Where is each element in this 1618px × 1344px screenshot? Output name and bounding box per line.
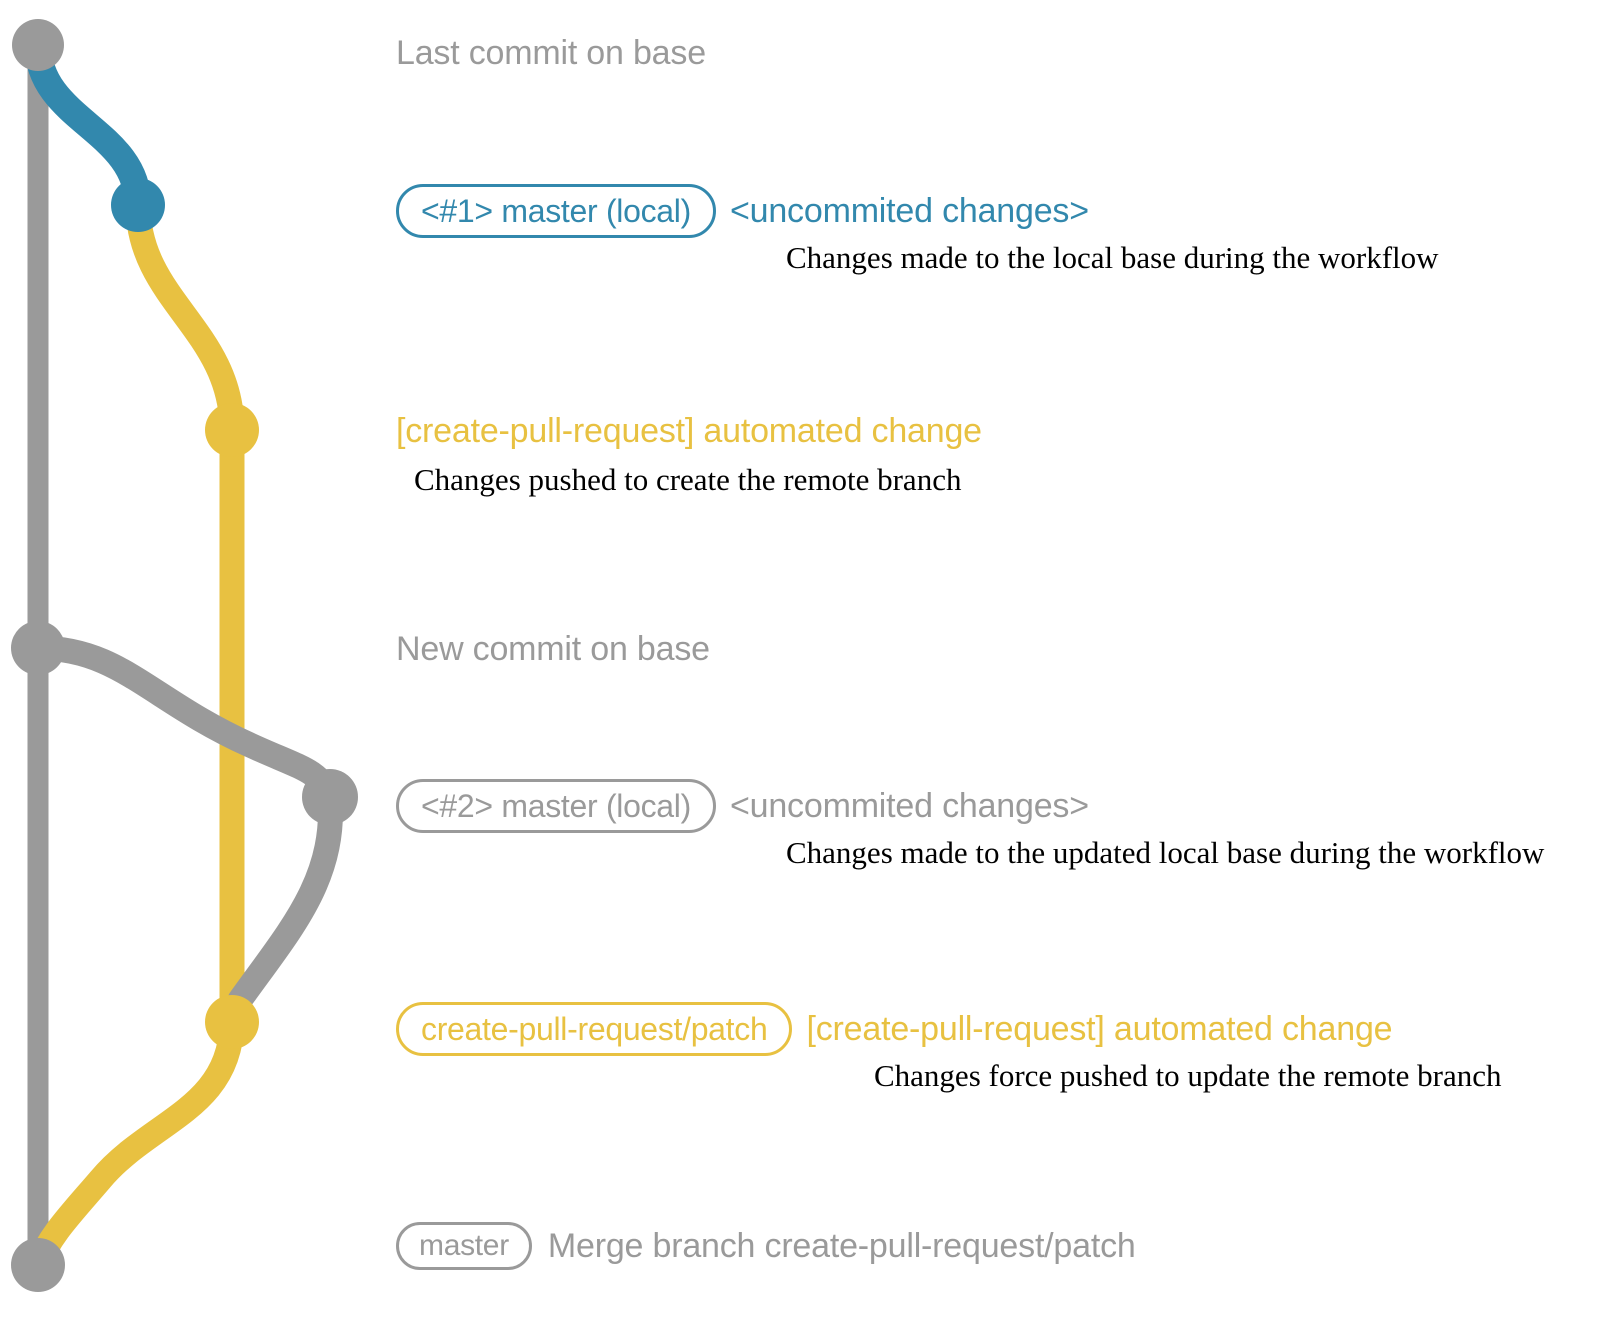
commit-row-master: master Merge branch create-pull-request/… [396,1222,1136,1270]
commit-description-local-1: Changes made to the local base during th… [786,240,1439,275]
commit-node-patch-2[interactable] [205,995,259,1049]
edge-base2-to-local2 [25,635,343,810]
commit-node-local-1[interactable] [111,178,165,232]
commit-row-local-2: <#2> master (local) <uncommited changes> [396,779,1089,833]
commit-message-local-2: <uncommited changes> [729,786,1089,825]
commit-message-base-2: New commit on base [396,630,710,668]
commit-row-local-1: <#1> master (local) <uncommited changes> [396,184,1089,238]
branch-badge-master[interactable]: master [396,1222,532,1270]
commit-message-local-1: <uncommited changes> [729,191,1089,230]
commit-node-patch-1[interactable] [205,403,259,457]
branch-badge-patch-2[interactable]: create-pull-request/patch [396,1002,793,1056]
branch-badge-local-1[interactable]: <#1> master (local) [396,184,716,238]
edge-patch2-to-master [25,1009,245,1278]
commit-row-patch-2: create-pull-request/patch [create-pull-r… [396,1002,1393,1056]
commit-message-master: Merge branch create-pull-request/patch [547,1226,1136,1265]
commit-description-patch-1: Changes pushed to create the remote bran… [414,462,962,497]
branch-badge-local-2[interactable]: <#2> master (local) [396,779,716,833]
commit-node-base-1[interactable] [12,19,64,71]
commit-description-patch-2: Changes force pushed to update the remot… [874,1058,1502,1093]
commit-message-base-1: Last commit on base [396,34,706,72]
commit-node-base-2[interactable] [11,621,65,675]
commit-message-patch-1: [create-pull-request] automated change [396,412,982,450]
commit-node-local-2[interactable] [302,769,358,825]
commit-description-local-2: Changes made to the updated local base d… [786,835,1545,870]
commit-message-patch-2: [create-pull-request] automated change [806,1009,1393,1048]
edge-local1-to-patch1 [125,192,245,443]
commit-node-master[interactable] [11,1238,65,1292]
edge-local2-to-patch2 [227,784,344,1013]
